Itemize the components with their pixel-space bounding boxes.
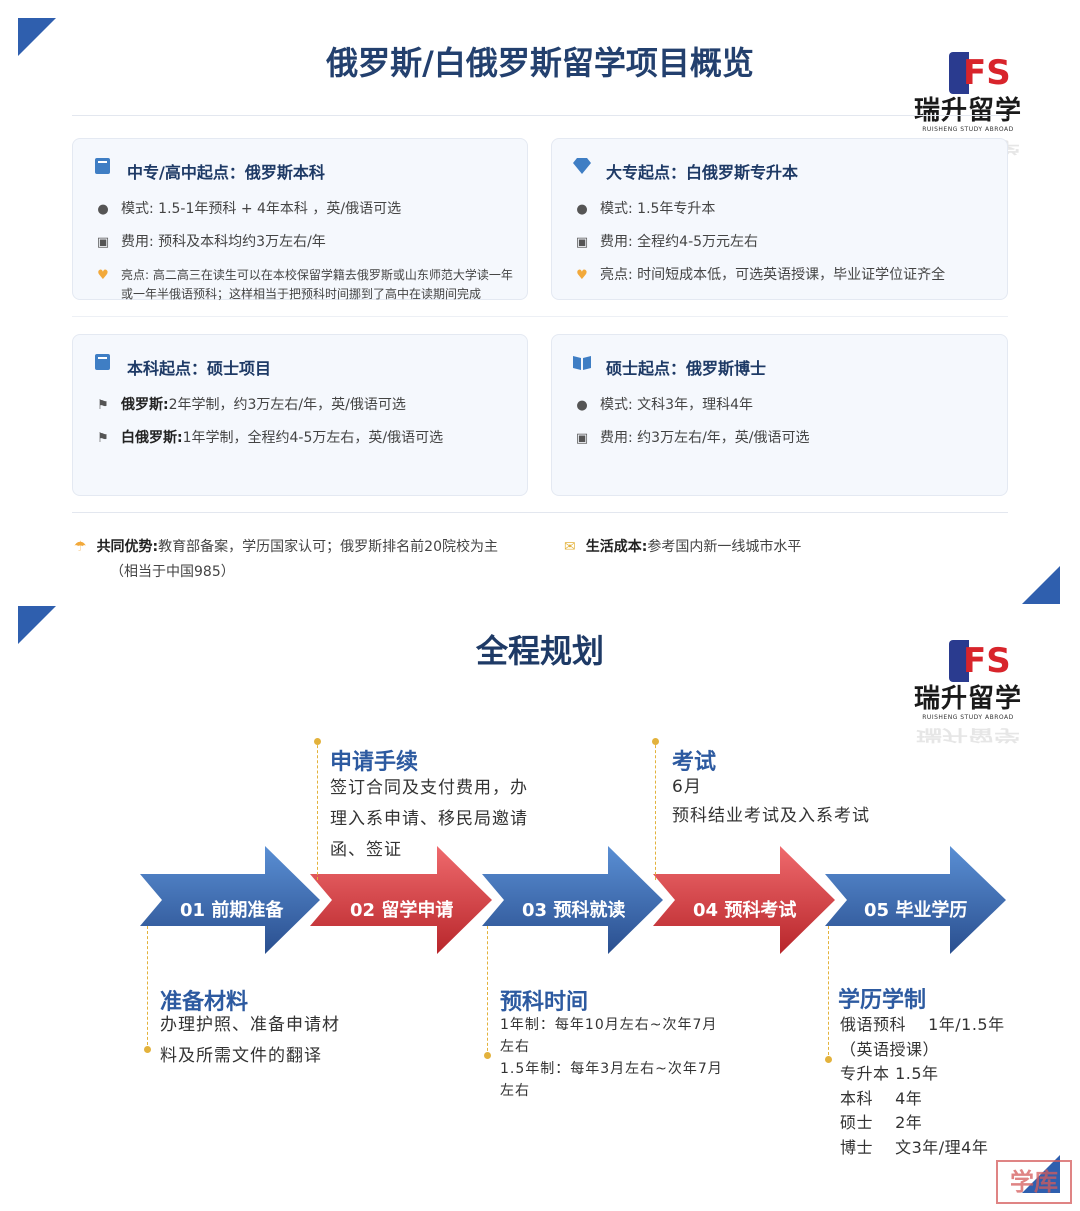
card-russia-bachelor: 中专/高中起点：俄罗斯本科 ●模式: 1.5-1年预科 + 4年本科 ，英/俄语… xyxy=(72,138,528,301)
arrow-step-1 xyxy=(140,846,320,954)
exam-title: 考试 xyxy=(672,750,717,775)
overview-title: 俄罗斯/白俄罗斯留学项目概览 xyxy=(326,44,754,82)
common-advantage-note: （相当于中国985） xyxy=(110,564,235,580)
umbrella-icon: ☂ xyxy=(74,539,87,555)
step-label-3: 03 预科就读 xyxy=(522,900,626,921)
logo-english: RUISHENG STUDY ABROAD xyxy=(922,126,1014,133)
step-label-1: 01 前期准备 xyxy=(180,900,284,921)
logo-mark: FS xyxy=(949,52,1011,94)
heart-icon: ♥ xyxy=(97,268,109,283)
card-title: 大专起点：白俄罗斯专升本 xyxy=(606,163,799,182)
logo-name: 瑞升留学 xyxy=(913,96,1022,126)
card-row-russia: ⚑俄罗斯:2年学制，约3万左右/年，英/俄语可选 xyxy=(95,395,517,416)
connector-dot xyxy=(314,738,321,745)
prep-time-text: 1年制：每年10月左右~次年7月 左右 1.5年制：每年3月左右~次年7月 左右 xyxy=(500,1017,723,1099)
apply-text: 签订合同及支付费用，办 理入系申请、移民局邀请 函、签证 xyxy=(330,778,528,860)
money-icon: ▣ xyxy=(96,235,110,250)
step-label-2: 02 留学申请 xyxy=(350,900,454,921)
connector-dot xyxy=(652,738,659,745)
card-row-fee: ▣费用: 预科及本科均约3万左右/年 xyxy=(95,232,517,253)
card-title: 中专/高中起点：俄罗斯本科 xyxy=(127,163,325,182)
degree-title: 学历学制 xyxy=(838,988,927,1013)
connector-exam xyxy=(655,740,656,880)
book-icon xyxy=(95,158,110,174)
plan-title: 全程规划 xyxy=(475,632,604,670)
card-phd: 硕士起点：俄罗斯博士 ●模式: 文科3年，理科4年 ▣费用: 约3万左右/年，英… xyxy=(551,334,1008,496)
flag-icon: ⚑ xyxy=(97,431,109,446)
corner-triangle-top-left xyxy=(18,18,56,56)
prepare-text: 办理护照、准备申请材 料及所需文件的翻译 xyxy=(160,1015,340,1066)
divider xyxy=(72,316,1008,317)
process-arrows xyxy=(140,846,1006,954)
logo-reflection: 瑞升留学 xyxy=(915,726,1020,744)
arrow-step-2 xyxy=(310,846,492,954)
logo-name: 瑞升留学 xyxy=(913,684,1022,714)
divider xyxy=(72,115,1008,116)
connector-prepare xyxy=(147,926,148,1050)
logo-english: RUISHENG STUDY ABROAD xyxy=(922,714,1014,721)
diamond-icon xyxy=(573,158,591,174)
clock-icon: ● xyxy=(97,202,109,217)
brand-logo: FS 瑞升留学 RUISHENG STUDY ABROAD 瑞升留学 xyxy=(912,52,1024,160)
card-row-highlight: ♥亮点: 时间短成本低，可选英语授课，毕业证学位证齐全 xyxy=(574,265,997,286)
card-belarus-upgrade: 大专起点：白俄罗斯专升本 ●模式: 1.5年专升本 ▣费用: 全程约4-5万元左… xyxy=(551,138,1008,300)
living-cost: ✉生活成本:参考国内新一线城市水平 xyxy=(564,539,802,555)
corner-triangle-mid-right xyxy=(1022,566,1060,604)
heart-icon: ♥ xyxy=(576,268,588,283)
prep-time-title: 预科时间 xyxy=(500,990,589,1015)
step-label-5: 05 毕业学历 xyxy=(864,900,968,921)
connector-dot xyxy=(825,1056,832,1063)
clock-icon: ● xyxy=(576,398,588,413)
degree-text: 俄语预科 1年/1.5年 （英语授课） 专升本 1.5年 本科 4年 硕士 2年… xyxy=(840,1015,1005,1157)
wallet-icon: ✉ xyxy=(564,539,576,555)
card-row-fee: ▣费用: 约3万左右/年，英/俄语可选 xyxy=(574,428,997,449)
arrow-step-5 xyxy=(825,846,1006,954)
watermark-stamp: 学库 xyxy=(996,1160,1072,1204)
brand-logo: FS 瑞升留学 RUISHENG STUDY ABROAD 瑞升留学 xyxy=(912,640,1024,748)
card-row-belarus: ⚑白俄罗斯:1年学制，全程约4-5万左右，英/俄语可选 xyxy=(95,428,517,449)
book-icon xyxy=(95,354,110,370)
connector-apply xyxy=(317,740,318,880)
card-master: 本科起点：硕士项目 ⚑俄罗斯:2年学制，约3万左右/年，英/俄语可选 ⚑白俄罗斯… xyxy=(72,334,528,496)
arrow-step-4 xyxy=(653,846,835,954)
card-title: 本科起点：硕士项目 xyxy=(127,359,272,378)
prepare-title: 准备材料 xyxy=(160,990,249,1015)
clock-icon: ● xyxy=(576,202,588,217)
card-row-mode: ●模式: 1.5年专升本 xyxy=(574,199,997,220)
card-row-highlight-cont: 或一年半俄语预科；这样相当于把预科时间挪到了高中在读期间完成 xyxy=(121,287,482,301)
connector-degree xyxy=(828,926,829,1060)
logo-mark: FS xyxy=(949,640,1011,682)
money-icon: ▣ xyxy=(575,235,589,250)
connector-dot xyxy=(484,1052,491,1059)
exam-text: 6月 预科结业考试及入系考试 xyxy=(672,777,870,826)
connector-dot xyxy=(144,1046,151,1053)
arrow-step-3 xyxy=(482,846,663,954)
money-icon: ▣ xyxy=(575,431,589,446)
card-row-mode: ●模式: 文科3年，理科4年 xyxy=(574,395,997,416)
connector-prep-time xyxy=(487,926,488,1056)
divider xyxy=(72,512,1008,513)
card-row-mode: ●模式: 1.5-1年预科 + 4年本科 ，英/俄语可选 xyxy=(95,199,517,220)
corner-triangle-mid-left xyxy=(18,606,56,644)
card-title: 硕士起点：俄罗斯博士 xyxy=(606,359,767,378)
open-book-icon xyxy=(573,356,591,370)
common-advantage: ☂共同优势:教育部备案，学历国家认可；俄罗斯排名前20院校为主 xyxy=(74,539,498,555)
card-row-fee: ▣费用: 全程约4-5万元左右 xyxy=(574,232,997,253)
card-row-highlight: ♥亮点: 高二高三在读生可以在本校保留学籍去俄罗斯或山东师范大学读一年 xyxy=(95,265,517,286)
apply-title: 申请手续 xyxy=(330,750,419,775)
step-label-4: 04 预科考试 xyxy=(693,900,797,921)
flag-icon: ⚑ xyxy=(97,398,109,413)
